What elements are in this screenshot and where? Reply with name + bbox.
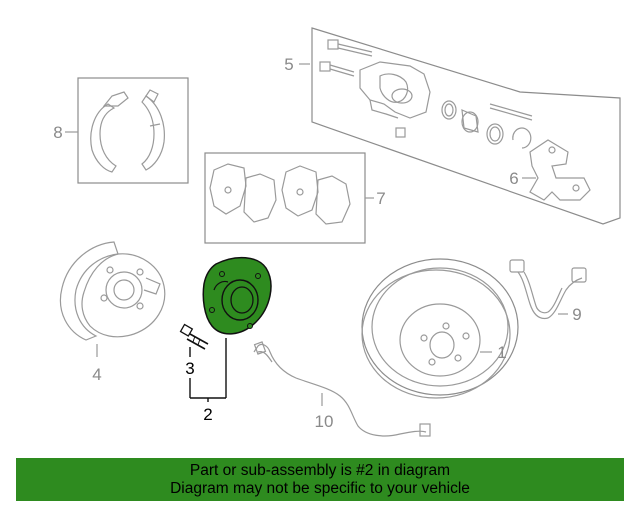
caliper-assembly-panel: 5 6 bbox=[284, 27, 621, 225]
callout-10: 10 bbox=[315, 412, 334, 431]
brake-hose: 9 bbox=[509, 259, 587, 324]
callout-4: 4 bbox=[92, 365, 101, 384]
hub-bearing-assembly bbox=[202, 256, 272, 335]
caliper-bolt-upper bbox=[327, 39, 373, 57]
caliper-bolt-lower bbox=[319, 61, 355, 77]
notice-line-2: Diagram may not be specific to your vehi… bbox=[170, 480, 470, 497]
callout-2: 2 bbox=[203, 405, 212, 424]
callout-3: 3 bbox=[185, 359, 194, 378]
callout-9: 9 bbox=[572, 305, 581, 324]
brake-rotor: 1 bbox=[361, 258, 519, 399]
callout-8: 8 bbox=[53, 123, 62, 142]
callout-7: 7 bbox=[376, 189, 385, 208]
brake-caliper bbox=[359, 61, 431, 138]
callout-6: 6 bbox=[509, 169, 518, 188]
diagram-notice-banner: Part or sub-assembly is #2 in diagram Di… bbox=[16, 458, 624, 501]
callout-5: 5 bbox=[284, 55, 293, 74]
abs-sensor-harness: 10 bbox=[253, 341, 431, 437]
caliper-mounting-bracket bbox=[529, 139, 591, 201]
parking-brake-shoes bbox=[90, 89, 165, 173]
brake-backing-plate: 4 bbox=[59, 241, 166, 384]
callout-1: 1 bbox=[497, 343, 506, 362]
hub-bolt bbox=[179, 323, 209, 350]
brake-pads bbox=[209, 163, 351, 225]
notice-line-1: Part or sub-assembly is #2 in diagram bbox=[189, 462, 451, 479]
caliper-seals bbox=[441, 100, 533, 149]
brake-pads-panel: 7 bbox=[204, 152, 386, 244]
callout-leaders-2-3 bbox=[189, 338, 227, 402]
brake-shoes-panel: 8 bbox=[53, 77, 189, 184]
